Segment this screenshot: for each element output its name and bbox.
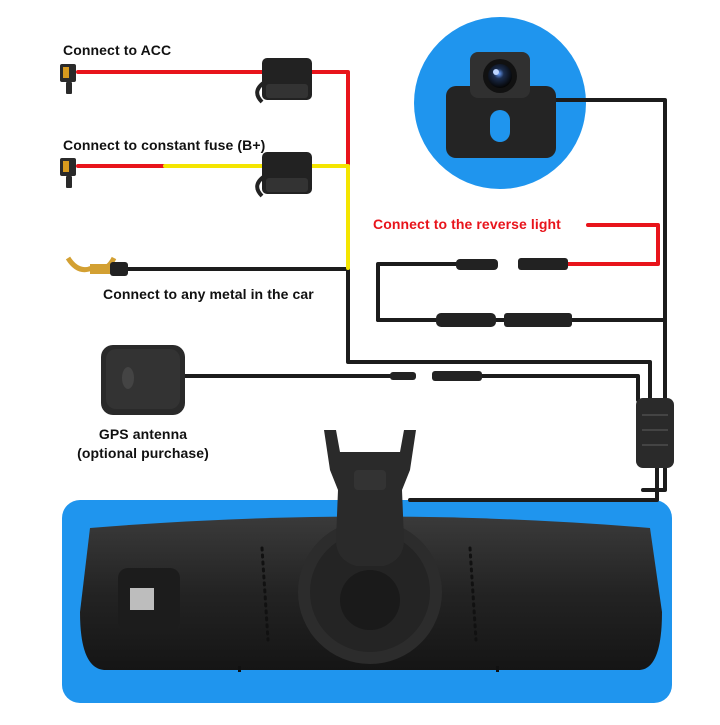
reverse-wire [566, 223, 660, 266]
ground-label: Connect to any metal in the car [103, 286, 314, 302]
gps-jack [432, 371, 482, 381]
video-connector-left [436, 313, 496, 327]
backup-camera-icon [446, 52, 556, 158]
main-harness-cable [408, 466, 659, 502]
fuse-tap-icon [60, 64, 76, 94]
constant-wire-yellow [163, 164, 350, 270]
ground-wire [123, 267, 652, 402]
constant-fuse-label: Connect to constant fuse (B+) [63, 137, 266, 153]
gps-antenna-title: GPS antenna [98, 426, 188, 442]
camera-extension-loop [376, 262, 667, 322]
gps-plug [390, 372, 416, 380]
gps-cable [183, 374, 640, 402]
reverse-connector-left [456, 259, 498, 270]
inline-connectors [390, 258, 572, 381]
gps-antenna-note: (optional purchase) [77, 445, 209, 461]
fuse-holder-icon [255, 152, 312, 198]
reverse-light-label: Connect to the reverse light [373, 216, 561, 232]
reverse-connector-right [518, 258, 568, 270]
video-connector-right [504, 313, 572, 327]
power-wiring [76, 70, 660, 270]
gps-puck-icon [101, 345, 185, 415]
acc-label: Connect to ACC [63, 42, 172, 58]
acc-wire [76, 70, 350, 167]
fuse-holder-icon [255, 58, 312, 104]
fuse-tap-icon [60, 158, 76, 188]
harness-plug [636, 398, 674, 468]
fork-terminal-icon [65, 256, 128, 276]
mirror-dash-cam-icon [80, 430, 662, 672]
camera-cable [553, 98, 667, 492]
gps-antenna-label: GPS antenna (optional purchase) [64, 425, 222, 463]
